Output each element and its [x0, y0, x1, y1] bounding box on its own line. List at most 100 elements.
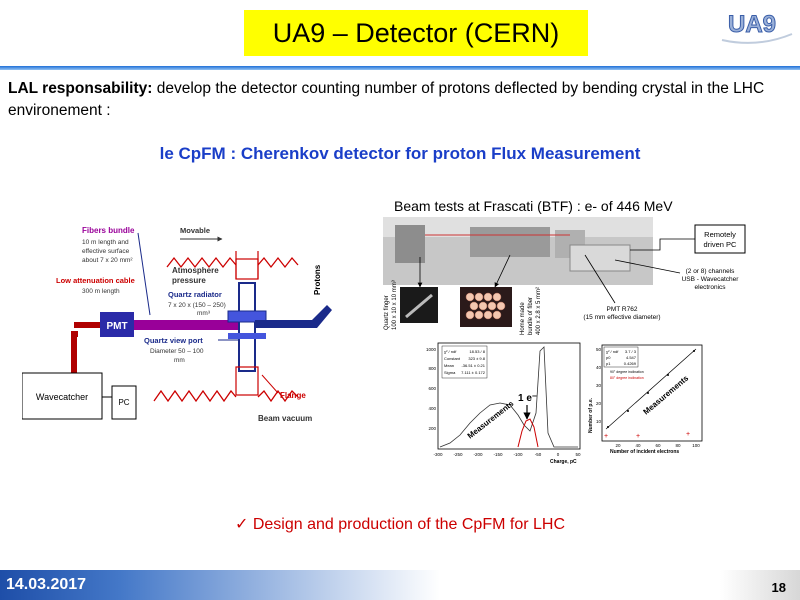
- cpfm-diagram: PMT Protons Fibers bundle 10 m length an…: [22, 226, 332, 423]
- responsibility-text: LAL responsability: develop the detector…: [8, 78, 794, 122]
- fibers-bundle: [134, 320, 239, 330]
- pc-box: [111, 385, 137, 420]
- plot2-xtick-1: 40: [635, 443, 641, 448]
- plot1-fit-curve: [517, 418, 539, 448]
- plot2-ytick-1: 20: [596, 401, 602, 406]
- plot1-ytick-800: 800: [428, 366, 436, 371]
- plot2-stat-value-0: 3.7 / 3: [625, 349, 637, 354]
- plot2-point: [627, 410, 629, 412]
- plot2-red-point: +: [636, 433, 640, 440]
- atmosphere-label-2: pressure: [172, 276, 206, 285]
- beam-vacuum-label: Beam vacuum: [258, 414, 312, 423]
- plot2-stat-label-0: χ² / ndf: [606, 349, 619, 354]
- btf-title: Beam tests at Frascati (BTF) : e- of 446…: [394, 198, 673, 214]
- plot1-xtick-2: -200: [473, 452, 483, 457]
- plot2-point: [667, 374, 669, 376]
- low-att-cable-label: Low attenuation cable: [56, 276, 135, 285]
- bellows-top: [235, 251, 259, 279]
- plot2-ylabel: Number of p.e.: [588, 397, 594, 433]
- plot1-one-electron-label: 1 e⁻: [518, 393, 537, 404]
- check-icon: ✓: [234, 516, 249, 533]
- plot1-stat-label-3: Sigma: [444, 370, 456, 375]
- page-number: 18: [771, 580, 786, 595]
- quartz-radiator-desc-2: mm³: [197, 310, 211, 317]
- footer-date: 14.03.2017: [6, 576, 87, 593]
- plot1-ytick-1000: 1000: [426, 347, 437, 352]
- home-made-label-2: bundle of fiber: [528, 297, 534, 335]
- plot2-stat-value-2: 0.4269: [624, 361, 637, 366]
- plot1-stat-value-2: -36.51 ± 0.21: [461, 363, 485, 368]
- pmt-label: PMT: [106, 321, 127, 332]
- plot2-ytick-2: 30: [596, 383, 602, 388]
- plot1-ytick-400: 400: [428, 406, 436, 411]
- plot2-ytick-4: 50: [596, 347, 602, 352]
- plot1-stat-label-2: Mean: [444, 363, 454, 368]
- subtitle: le CpFM : Cherenkov detector for proton …: [159, 144, 641, 163]
- proton-beam: [255, 305, 332, 328]
- plot1-stat-value-0: 18.53 / 8: [469, 349, 485, 354]
- plot1-stat-value-1: 323 ± 9.8: [468, 356, 485, 361]
- bottom-statement-text: Design and production of the CpFM for LH…: [252, 516, 565, 533]
- remote-pc-box: [694, 224, 746, 254]
- quartz-viewport-label: Quartz view port: [144, 336, 203, 345]
- movable-label: Movable: [180, 226, 210, 235]
- viewport-desc-2: mm: [174, 357, 185, 364]
- vacuum-wall-top-right: [257, 256, 299, 269]
- plot1-xtick-1: -250: [453, 452, 463, 457]
- plot2-point: [647, 392, 649, 394]
- plot1-stat-label-1: Constant: [444, 356, 461, 361]
- plot1-xtick-6: 0: [557, 452, 560, 457]
- quartz-finger-label-1: Quartz finger: [384, 295, 390, 330]
- plot1-xtick-7: 50: [575, 452, 581, 457]
- plot2-legend-2: 80° degree inclination: [610, 376, 644, 380]
- plot2-xlabel: Number of incident electrons: [610, 449, 679, 455]
- plot1-xtick-3: -150: [493, 452, 503, 457]
- vacuum-wall-top: [166, 256, 237, 269]
- plot1-stat-label-0: χ² / ndf: [444, 349, 457, 354]
- plot2-xtick-0: 20: [615, 443, 621, 448]
- plot2-stat-label-1: p0: [606, 355, 611, 360]
- plot2-xtick-2: 60: [655, 443, 661, 448]
- slide-title-text: UA9 – Detector (CERN): [272, 17, 560, 48]
- slide-title: UA9 – Detector (CERN): [244, 10, 588, 56]
- plot1-ytick-200: 200: [428, 426, 436, 431]
- plot2-stat-value-1: 4.547: [626, 355, 637, 360]
- channels-label-2: USB - Wavecatcher: [682, 276, 740, 283]
- plot1-ytick-600: 600: [428, 386, 436, 391]
- vacuum-wall-bottom: [153, 389, 237, 403]
- plot1-xtick-5: -50: [535, 452, 542, 457]
- plot2-ytick-0: 10: [596, 419, 602, 424]
- remote-pc-label-2: driven PC: [704, 240, 738, 249]
- header-divider: [0, 66, 800, 70]
- fibers-title: Fibers bundle: [82, 226, 135, 235]
- responsibility-desc: develop the detector counting number of …: [8, 80, 765, 119]
- viewport-desc-1: Diameter 50 – 100: [150, 348, 204, 355]
- wavecatcher-box: [22, 372, 103, 420]
- svg-text:UA9: UA9: [728, 11, 776, 38]
- fibers-desc-1: 10 m length and: [82, 239, 129, 246]
- protons-label: Protons: [313, 264, 322, 295]
- vacuum-wall-bottom-right: [257, 389, 299, 403]
- plot2-red-point: +: [604, 433, 608, 440]
- fibers-desc-3: about 7 x 20 mm²: [82, 257, 133, 264]
- flange-label: Flange: [280, 391, 306, 400]
- plot1-xtick-4: -100: [513, 452, 523, 457]
- quartz-radiator-desc-1: 7 x 20 x (150 – 250): [168, 302, 226, 309]
- plot2-red-point: +: [686, 431, 690, 438]
- plot2-stat-label-2: p1: [606, 361, 611, 366]
- plot2-ytick-3: 40: [596, 365, 602, 370]
- channels-label-3: electronics: [694, 284, 726, 291]
- quartz-radiator-label: Quartz radiator: [168, 290, 222, 299]
- plot2-fit-line: [605, 348, 697, 430]
- home-made-label-3: 400 x 2.8 x 5 mm²: [536, 287, 542, 335]
- low-att-cable-desc: 300 m length: [82, 288, 120, 295]
- btf-setup: Remotely driven PC (2 or 8) channels USB…: [383, 217, 746, 465]
- footer-bar: [0, 570, 800, 600]
- plot1-xtick-0: -300: [433, 452, 443, 457]
- bottom-statement: ✓ Design and production of the CpFM for …: [0, 514, 800, 534]
- plot2-point: [693, 350, 695, 352]
- plot1-histogram-line: [439, 346, 578, 448]
- pmt-r762-label-2: (15 mm effective diameter): [583, 314, 660, 321]
- pmt-r762-label-1: PMT R762: [607, 306, 638, 313]
- pc-label: PC: [118, 398, 129, 407]
